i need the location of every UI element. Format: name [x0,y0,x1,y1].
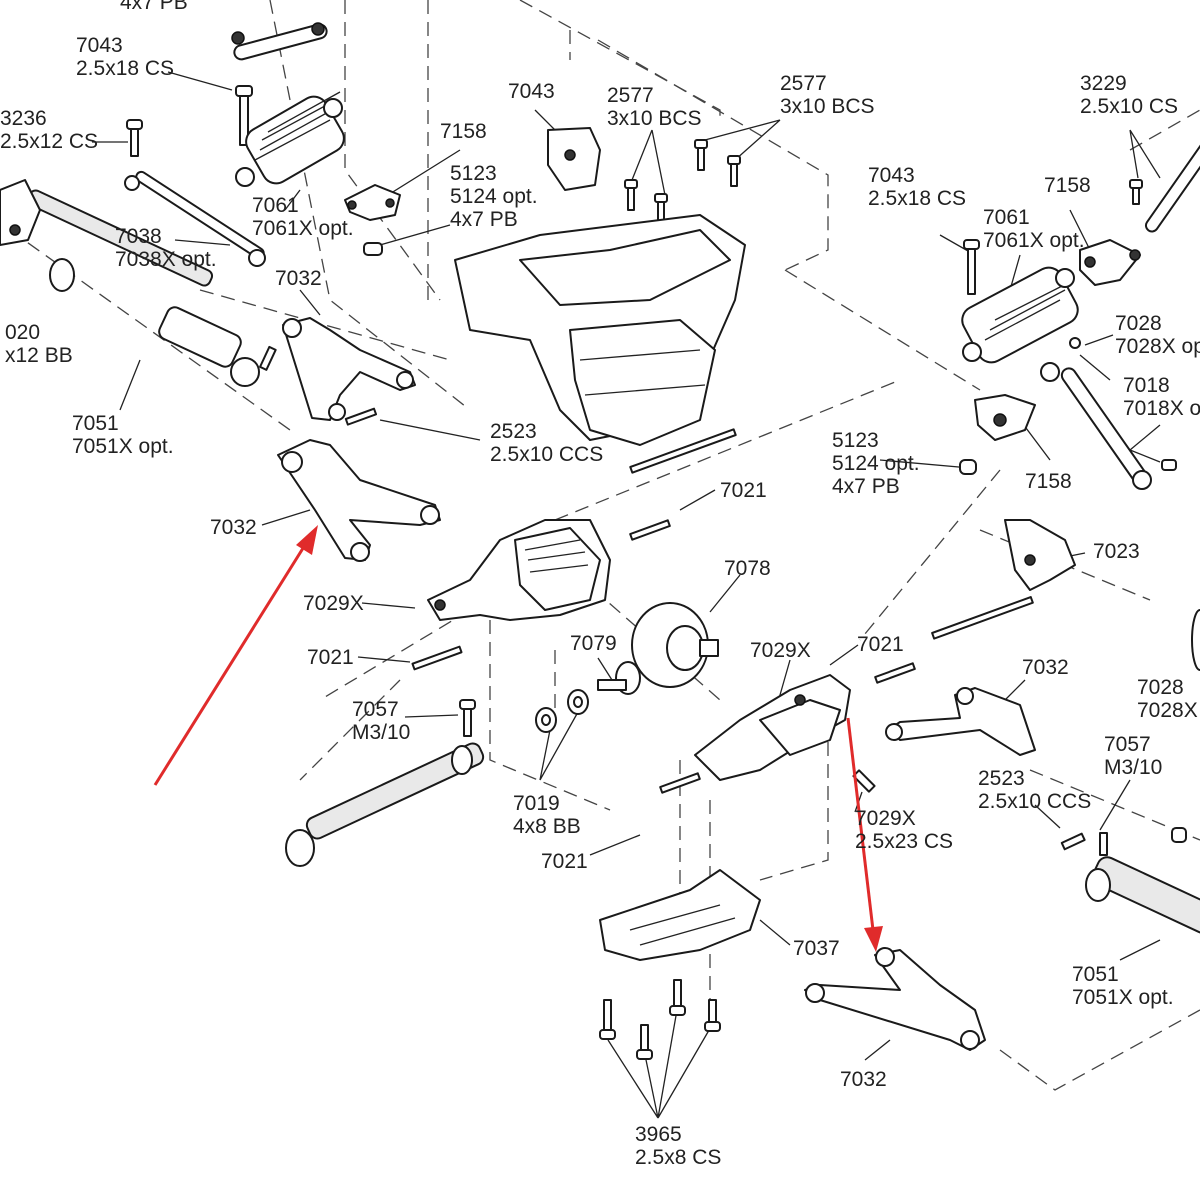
driveshaft-mid-left [285,742,485,867]
axle-housing-right [694,674,851,781]
a-arm-upper-left [282,317,416,421]
part-label: 7032 [275,267,322,290]
part-label: 7158 [1025,470,1072,493]
part-label: 7021 [857,633,904,656]
a-arm-lower-left [277,439,441,562]
part-label: 7032 [210,516,257,539]
part-label: 7029X [303,592,364,615]
part-label: 7029X [750,639,811,662]
screws [126,85,1143,1060]
bearings-7019 [535,689,589,733]
shock-7061-right [961,266,1079,364]
part-label: 7021 [307,646,354,669]
red-pointer-arrows [153,525,883,952]
chassis-center [454,127,746,446]
part-label: 7037 [793,937,840,960]
part-label: 7078 [724,557,771,580]
part-label: 7043 [508,80,555,103]
part-label: 7021 [541,850,588,873]
bellcranks [344,184,1141,475]
part-label: 7032 [840,1068,887,1091]
part-label: 7079 [570,632,617,655]
shock-7061-left [231,22,345,187]
part-label: 7158 [1044,174,1091,197]
wheel-edge-right [1191,609,1200,671]
driveshaft-right [1085,827,1200,934]
pinion-7079 [597,661,641,695]
skid-plate-7037 [599,869,761,961]
part-label: 4x7 PB [120,0,188,14]
a-arm-upper-right [885,687,1036,756]
spur-gear-7078 [631,602,719,688]
part-label: 7032 [1022,656,1069,679]
part-label: 7158 [440,120,487,143]
a-arm-lower-right [804,947,986,1051]
driveshaft-top-left [0,179,260,387]
mount-7023 [1004,519,1076,591]
hinge-pins [411,428,1034,794]
axle-housing-left [427,519,611,621]
part-label: 7023 [1093,540,1140,563]
links [124,105,1200,490]
part-label: 7021 [720,479,767,502]
